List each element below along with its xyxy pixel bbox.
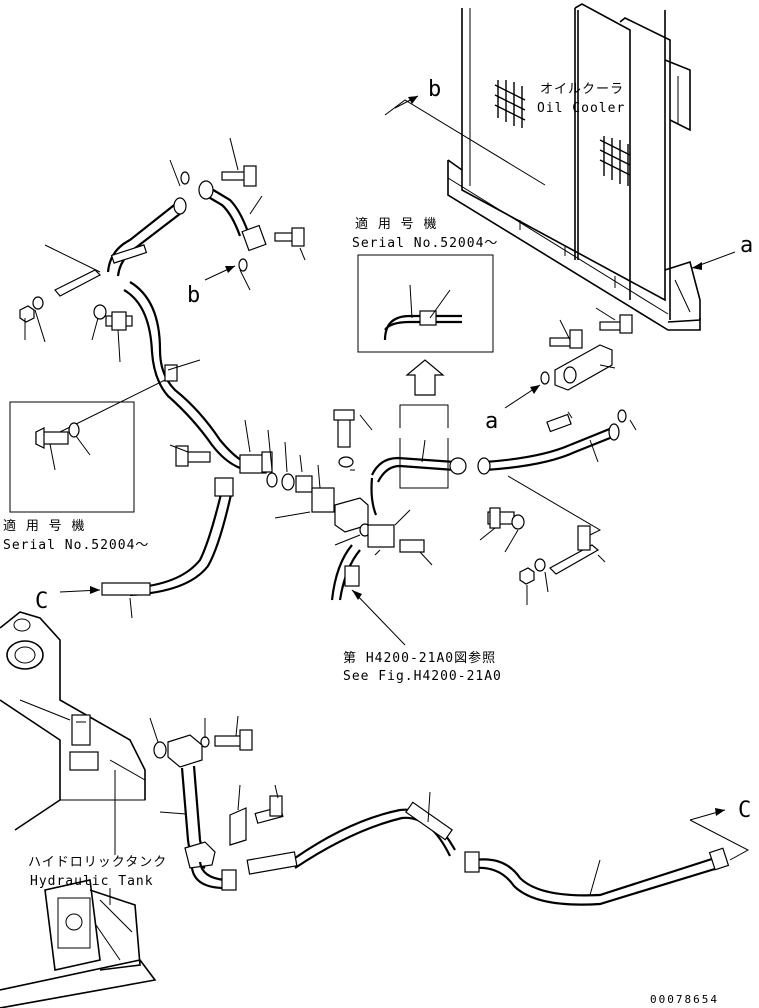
serial-box-label-en: Serial No.52004～ (352, 236, 498, 251)
upper-left-pipe-assembly: b (19, 137, 306, 363)
ref-fig-label-jp: 第 H4200-21A0図参照 (343, 650, 496, 666)
view-marker-b-top: b (384, 77, 546, 186)
oil-cooler-label-jp: オイルクーラ (540, 82, 624, 97)
view-marker-b-mid-label: b (187, 283, 200, 308)
bottom-pipe-assembly: C (149, 715, 751, 906)
hydraulic-tank: ハイドロリックタンク Hydraulic Tank (0, 611, 167, 1008)
view-marker-a-right: a (691, 233, 753, 270)
view-marker-a-right-label: a (740, 233, 753, 258)
view-marker-c-left-label: C (35, 589, 48, 614)
serial-box-frame (357, 254, 494, 353)
left-serial-inset: 適 用 号 機 Serial No.52004～ (3, 379, 166, 553)
cooler-core-hatch (494, 80, 631, 186)
view-marker-a-mid-label: a (485, 409, 498, 434)
view-marker-c-right-label: C (738, 798, 751, 823)
right-pipe-assembly: a (477, 307, 637, 605)
serial-detail-box: 適 用 号 機 Serial No.52004～ (352, 216, 498, 396)
drawing-number: 00078654 (650, 993, 719, 1006)
center-hose-assembly: C 第 H4200-21A0図参照 See Fig.H4200-21A0 (35, 281, 502, 684)
tank-label-jp: ハイドロリックタンク (28, 855, 167, 870)
oil-cooler-assembly: オイルクーラ Oil Cooler (447, 3, 701, 331)
serial-box-label-jp: 適 用 号 機 (355, 216, 437, 232)
ref-fig-label-en: See Fig.H4200-21A0 (343, 669, 502, 684)
view-marker-b-top-label: b (428, 77, 441, 102)
left-serial-label-jp: 適 用 号 機 (3, 518, 85, 534)
left-serial-label-en: Serial No.52004～ (3, 538, 149, 553)
tank-label-en: Hydraulic Tank (30, 874, 154, 889)
oil-cooler-label-en: Oil Cooler (537, 101, 625, 116)
